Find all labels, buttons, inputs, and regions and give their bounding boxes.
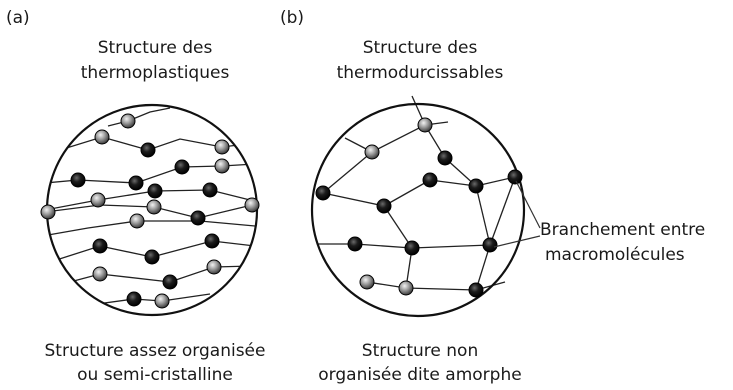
network-link <box>383 179 431 207</box>
bead <box>202 182 218 198</box>
panel-a-caption-line1: Structure assez organisée <box>44 341 266 361</box>
annotation-line1: Branchement entre <box>540 220 706 240</box>
bead <box>468 282 484 298</box>
bead <box>154 293 170 309</box>
network-link <box>411 244 491 249</box>
bead <box>206 259 222 275</box>
panel-b-circle <box>310 102 526 318</box>
bead <box>214 158 230 174</box>
network-link <box>354 243 413 249</box>
panel-b-beads <box>315 117 523 298</box>
bead <box>94 129 110 145</box>
bead <box>128 175 144 191</box>
bead <box>147 183 163 199</box>
bead <box>244 197 260 213</box>
network-link <box>475 244 491 291</box>
network-link <box>371 124 426 153</box>
bead <box>347 236 363 252</box>
bead <box>398 280 414 296</box>
network-link <box>322 192 385 207</box>
network-link <box>489 176 516 246</box>
bead <box>146 199 162 215</box>
bead <box>417 117 433 133</box>
bead <box>422 172 438 188</box>
panel-b-label: (b) <box>280 8 305 28</box>
bead <box>92 266 108 282</box>
bead <box>507 169 523 185</box>
chain-line <box>54 265 253 287</box>
chain-line <box>74 293 211 308</box>
bead <box>162 274 178 290</box>
bead <box>140 142 156 158</box>
bead <box>126 291 142 307</box>
panel-b-caption-line1: Structure non <box>361 341 479 361</box>
panel-b-diagram <box>317 95 516 291</box>
bead <box>376 198 392 214</box>
panel-a-caption-line2: ou semi-cristalline <box>77 365 233 385</box>
network-link <box>405 287 477 291</box>
bead <box>92 238 108 254</box>
network-link <box>429 179 477 187</box>
bead <box>129 213 145 229</box>
bead <box>364 144 380 160</box>
annotation-pointers <box>493 180 541 248</box>
bead <box>437 150 453 166</box>
panel-a-label: (a) <box>6 8 30 28</box>
bead <box>40 204 56 220</box>
bead <box>204 233 220 249</box>
panel-b-caption-line2: organisée dite amorphe <box>318 365 522 385</box>
pointer-line <box>515 180 541 229</box>
bead <box>482 237 498 253</box>
pointer-line <box>493 235 541 248</box>
chain-line <box>107 107 171 127</box>
bead <box>70 172 86 188</box>
chain-line <box>47 220 256 236</box>
bead <box>174 159 190 175</box>
bead <box>144 249 160 265</box>
network-link <box>475 185 491 246</box>
bead <box>214 139 230 155</box>
panel-b-title-line2: thermodurcissables <box>336 63 504 83</box>
bead <box>190 210 206 226</box>
bead <box>315 185 331 201</box>
bead <box>404 240 420 256</box>
panel-a-title-line2: thermoplastiques <box>80 63 230 83</box>
bead <box>90 192 106 208</box>
bead <box>120 113 136 129</box>
panel-b-title-line1: Structure des <box>362 38 478 58</box>
bead <box>468 178 484 194</box>
network-link <box>322 151 373 194</box>
bead <box>359 274 375 290</box>
panel-a-title-line1: Structure des <box>97 38 213 58</box>
annotation-line2: macromolécules <box>545 245 685 265</box>
network-link <box>383 205 413 249</box>
panel-a-beads <box>40 113 260 309</box>
